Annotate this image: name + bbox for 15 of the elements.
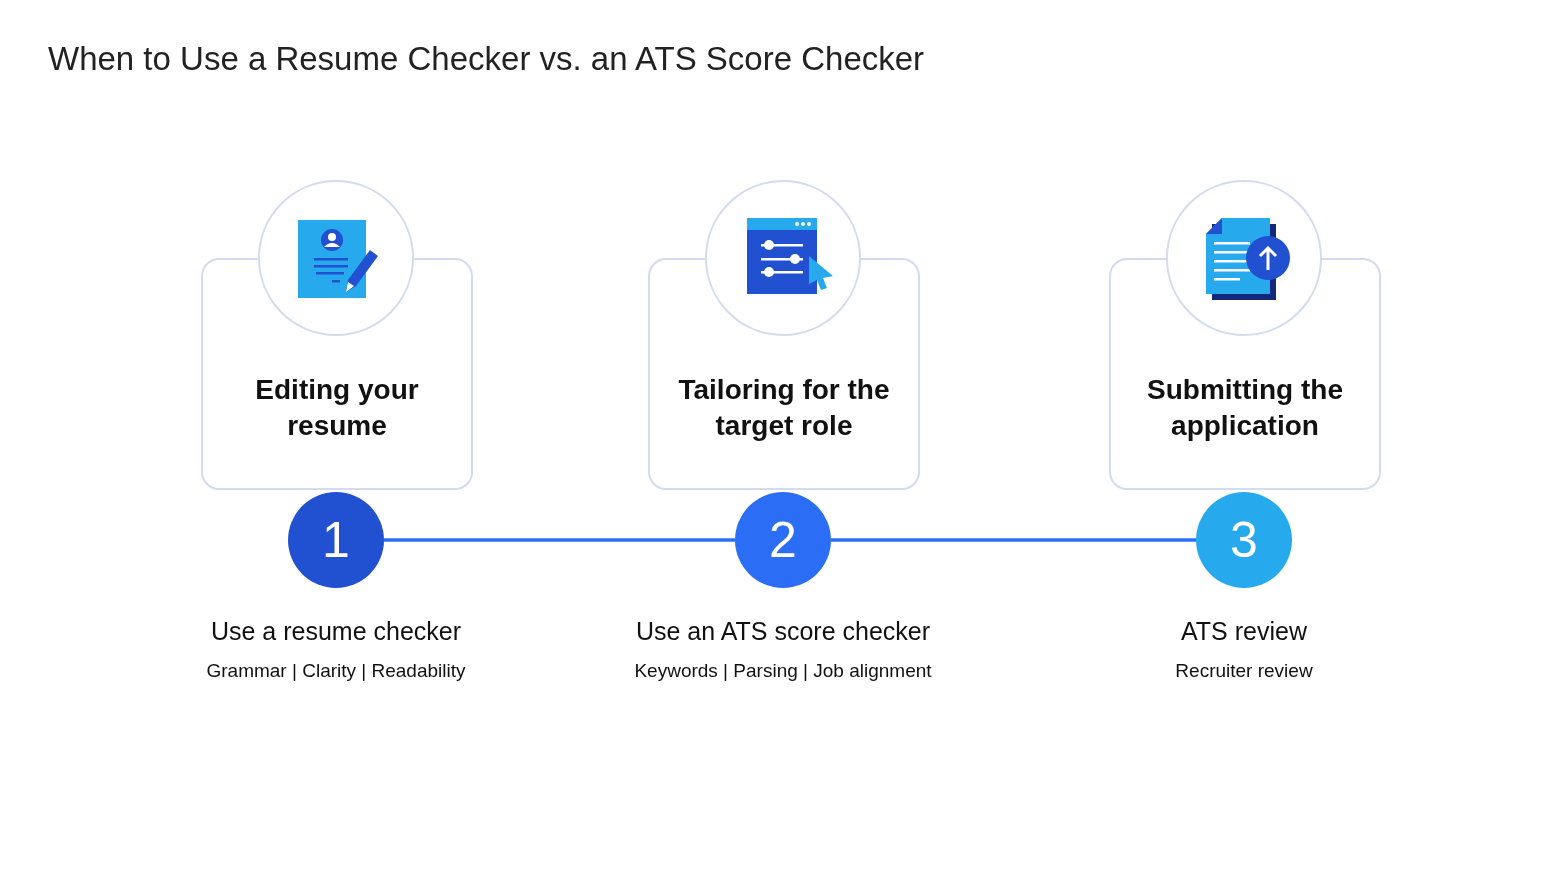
step-heading: Editing your resume [254, 373, 420, 443]
step-details: Grammar | Clarity | Readability [205, 660, 467, 682]
connector-line [384, 538, 735, 542]
step-action: Use a resume checker [209, 617, 463, 646]
step-number: 1 [288, 492, 384, 588]
step-details: Keywords | Parsing | Job alignment [633, 660, 933, 682]
step-details: Recruiter review [1174, 660, 1314, 682]
step-action: ATS review [1180, 617, 1308, 646]
step-number: 2 [735, 492, 831, 588]
step-heading: Submitting the application [1146, 373, 1344, 443]
diagram-title: When to Use a Resume Checker vs. an ATS Score Checker [48, 40, 925, 78]
step-heading: Tailoring for the target role [677, 373, 891, 443]
step-action: Use an ATS score checker [634, 617, 932, 646]
step-number: 3 [1196, 492, 1292, 588]
connector-line [831, 538, 1196, 542]
